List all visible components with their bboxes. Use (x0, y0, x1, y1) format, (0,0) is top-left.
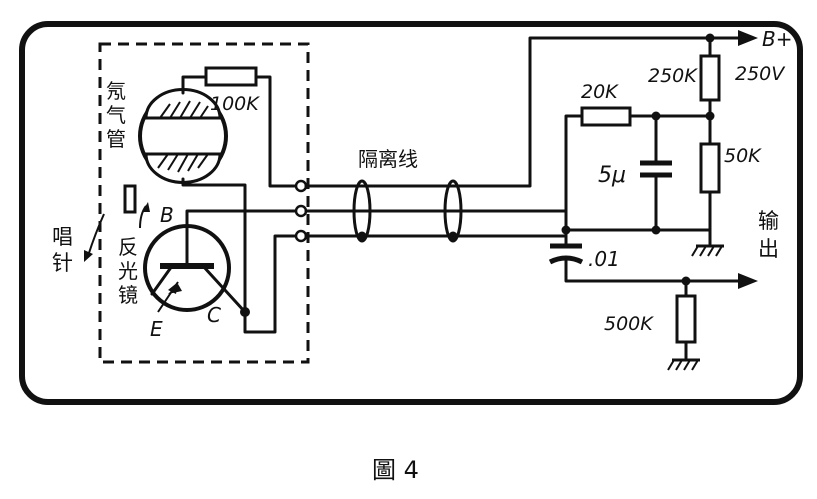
label-pin-b: B (160, 203, 174, 227)
ground-icon-2 (667, 358, 700, 371)
phototransistor (143, 224, 247, 314)
figure-caption: 圖 4 (372, 456, 419, 484)
outer-frame (19, 21, 803, 405)
ground-icon-1 (691, 244, 724, 257)
capacitor-01 (548, 243, 584, 265)
label-reflector-2: 光 (118, 259, 138, 283)
label-50k: 50K (724, 145, 762, 167)
label-250k: 250K (648, 65, 698, 87)
label-neon-tube-1: 氖 (106, 79, 126, 103)
resistor-50k (699, 142, 721, 194)
stylus-arrow-icon (87, 213, 105, 257)
neon-tube (138, 88, 228, 184)
label-500k: 500K (604, 313, 654, 335)
label-neon-tube-3: 管 (106, 127, 126, 151)
isolation-ring-1 (352, 179, 372, 243)
label-output-1: 输 (758, 209, 779, 233)
pickup-dashed-box (98, 42, 310, 364)
label-b-plus: B+ (762, 27, 792, 51)
label-stylus-2: 针 (52, 251, 73, 275)
label-isolation-wire: 隔离线 (358, 147, 418, 171)
resistor-20k (580, 106, 632, 127)
label-pin-c: C (207, 303, 221, 327)
resistor-100k (204, 66, 258, 87)
label-20k: 20K (581, 81, 619, 103)
output-arrow-icon (738, 273, 758, 289)
label-250v: 250V (735, 63, 786, 85)
label-reflector-1: 反 (118, 235, 138, 259)
label-output-2: 出 (758, 237, 779, 261)
reflector-icon (123, 184, 137, 214)
label-01: .01 (588, 247, 620, 271)
label-stylus-1: 唱 (52, 225, 73, 249)
b-plus-arrow-icon (738, 30, 758, 46)
resistor-500k (675, 294, 697, 344)
capacitor-5u (640, 160, 672, 178)
label-5u: 5μ (598, 163, 626, 188)
isolation-ring-2 (443, 179, 463, 243)
label-pin-e: E (150, 317, 163, 341)
resistor-250k (699, 54, 721, 102)
label-100k: 100K (210, 93, 260, 115)
label-reflector-3: 镜 (118, 283, 138, 307)
label-neon-tube-2: 气 (106, 103, 126, 127)
